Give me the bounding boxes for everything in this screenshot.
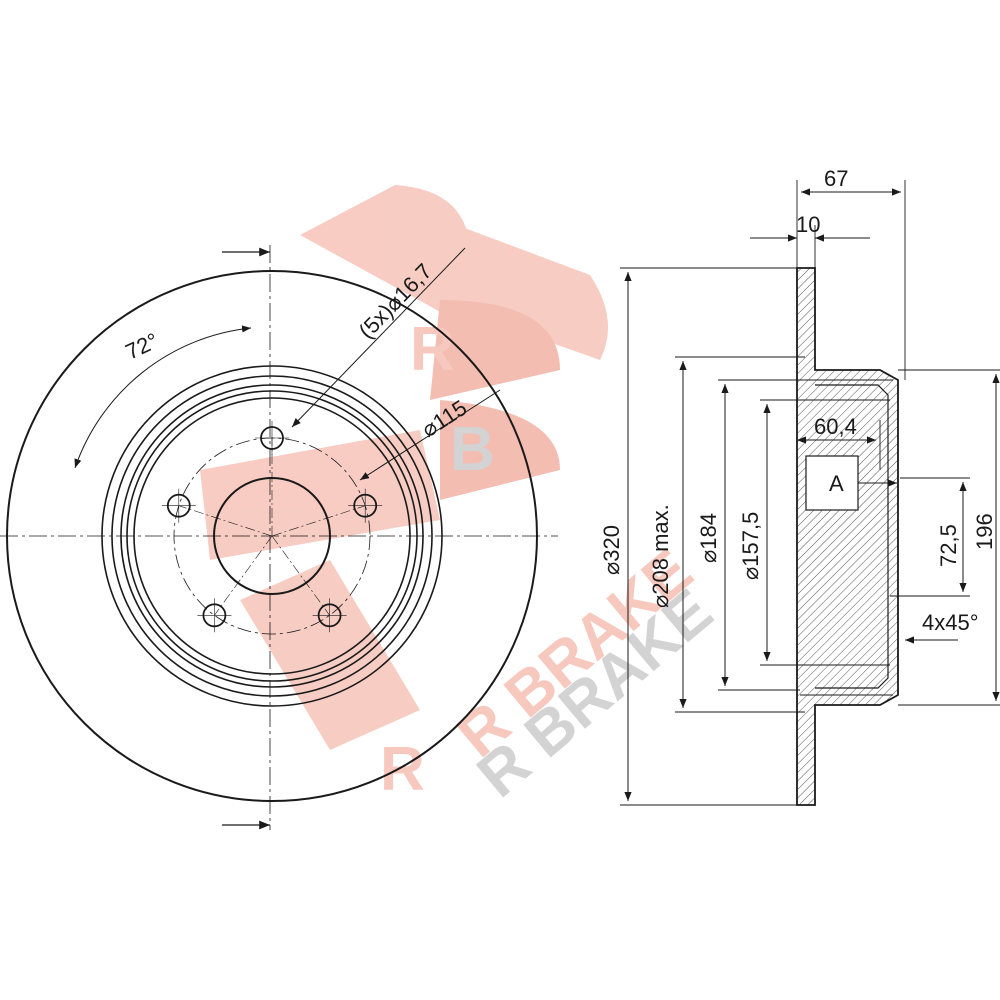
hat-step-2 <box>126 390 418 682</box>
hat-step-3 <box>133 397 411 675</box>
dim-10-label: 10 <box>796 212 820 237</box>
watermark-letter-1: R <box>410 315 455 384</box>
side-view <box>620 180 1000 806</box>
watermark-letter-3: R <box>380 735 425 804</box>
angle-label: 72° <box>122 328 163 365</box>
bolt-hole-radial-line <box>214 535 273 616</box>
bolt-hole-radial-line <box>178 505 273 537</box>
dim-67-label: 67 <box>824 166 848 191</box>
datum-box <box>805 455 859 511</box>
dimension-lines <box>624 188 1000 801</box>
datum-label: A <box>829 471 844 496</box>
disc-outer-edge <box>6 270 538 802</box>
chamfer-label: 4x45° <box>922 610 979 635</box>
watermark-letter-2: B <box>450 415 495 484</box>
dim-60-4-label: 60,4 <box>814 414 857 439</box>
bolt-holes <box>161 421 383 633</box>
brand-watermark: R B R R BRAKE R BRAKE <box>200 185 725 811</box>
dim-184-label: ⌀184 <box>696 513 721 563</box>
dim-208-label: ⌀208 max. <box>648 504 673 608</box>
disc-cross-section <box>796 267 899 806</box>
pcd-leader <box>359 389 501 481</box>
hat-step-1 <box>120 384 424 688</box>
hole-diameter-leader <box>291 247 466 428</box>
hat-outer-edge <box>111 375 433 697</box>
hat-inner-contour <box>815 384 889 689</box>
dim-320-label: ⌀320 <box>599 525 624 575</box>
angle-72-arc <box>74 325 252 469</box>
front-view <box>0 245 558 830</box>
dim-157-label: ⌀157,5 <box>738 512 763 580</box>
friction-ring-inner-edge <box>101 365 443 707</box>
dim-196-label: 196 <box>972 513 997 550</box>
dim-72-5-label: 72,5 <box>936 524 961 567</box>
extension-lines <box>620 180 1000 806</box>
bolt-hole-radial-line <box>271 535 330 616</box>
bolt-hole-radial-line <box>271 505 366 537</box>
